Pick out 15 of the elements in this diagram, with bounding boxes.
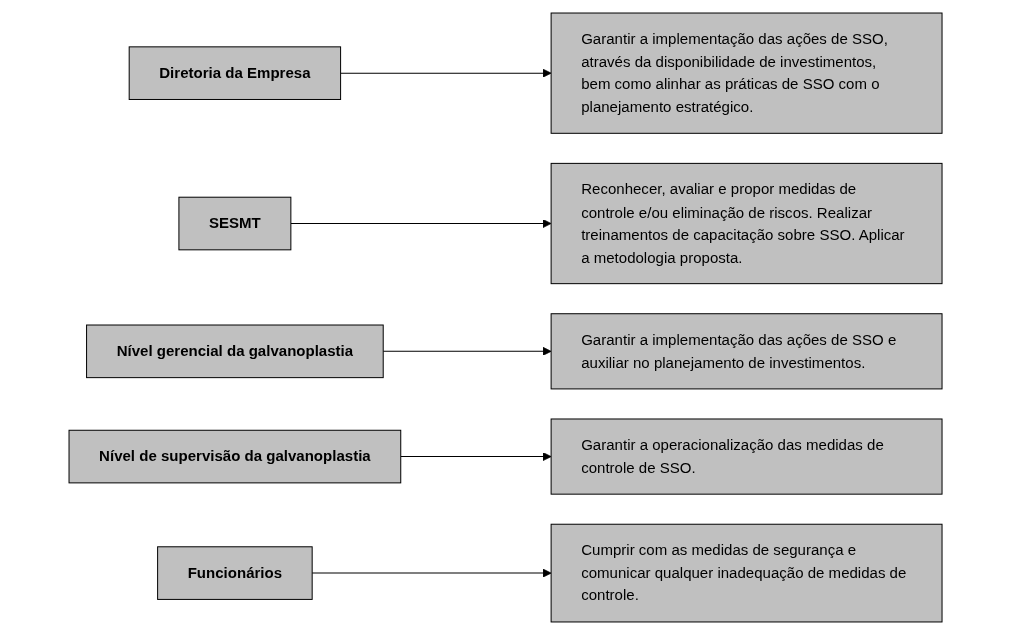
arrow [400,452,552,461]
node-box: Garantir a implementação das ações de SSO e auxiliar no planejamento de investimentos. [551,313,943,390]
node-box: Garantir a implementação das ações de SSO, através da disponibilidade de investimentos, bem como alinhar as práticas de SSO com o planejamento estratégico. [551,12,943,134]
node-box: Nível gerencial da galvanoplastia [86,324,385,379]
node-box: Nível de supervisão da galvanoplastia [69,429,402,484]
arrow [340,68,552,78]
node-box: SESMT [178,196,292,251]
node-box: Garantir a operacionalização das medidas de controle de SSO. [551,418,943,495]
arrow [312,568,552,578]
node-box: Diretoria da Empresa [129,46,342,100]
node-box: Cumprir com as medidas de segurança e comunicar qualquer inadequação de medidas de controle. [551,523,943,623]
arrow [383,346,552,356]
node-box: Reconhecer, avaliar e propor medidas de controle e/ou eliminação de riscos. Realizar treinamentos de capacitação sobre SSO. Aplicar a metodologia proposta. [551,162,943,285]
node-box: Funcionários [157,546,314,600]
arrow [290,219,552,228]
